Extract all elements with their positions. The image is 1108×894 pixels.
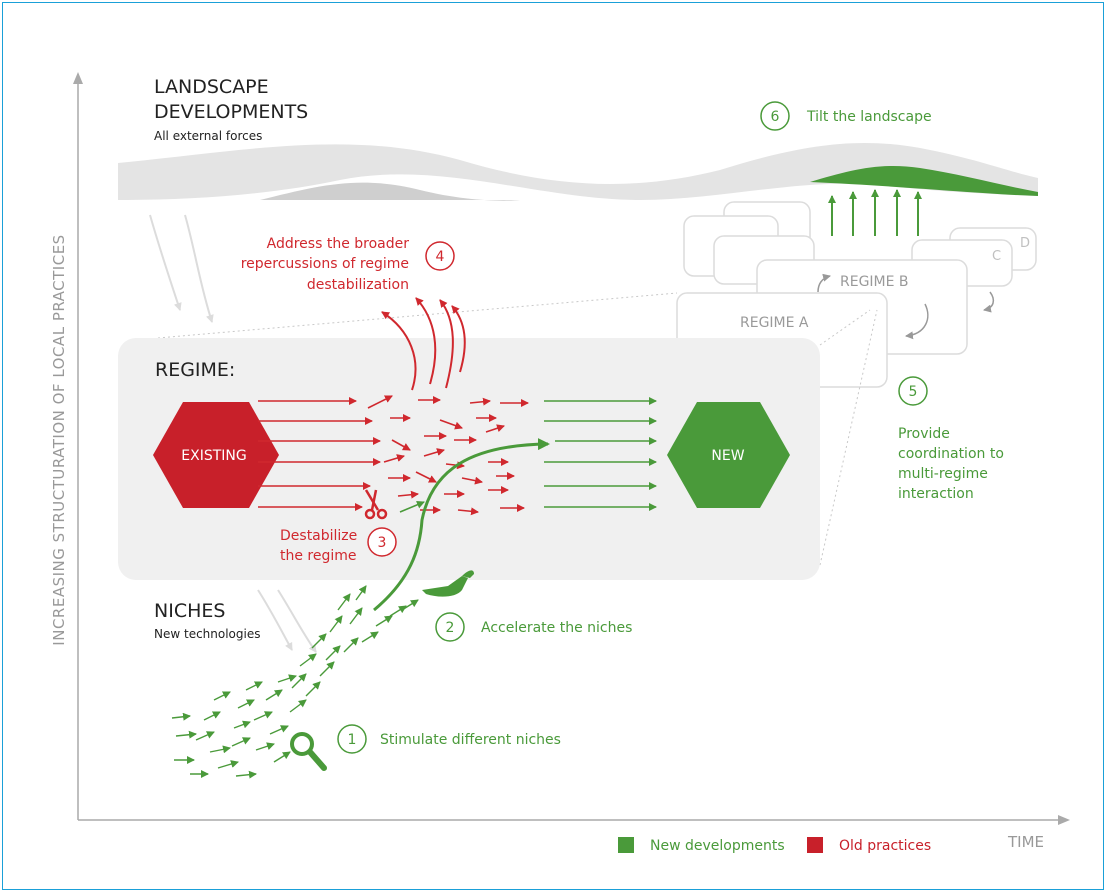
legend-swatch-old: [807, 837, 823, 853]
y-axis-label: INCREASING STRUCTURATION OF LOCAL PRACTI…: [50, 234, 68, 645]
projection-lines: [157, 292, 878, 566]
landscape-tilt-green: [810, 165, 1038, 196]
step-3-number: 3: [378, 535, 387, 551]
step-5-text-line4: interaction: [898, 486, 974, 502]
old-practice-arrows: [258, 395, 529, 516]
step-3-text-line1: Destabilize: [280, 528, 357, 544]
step-3: Destabilize the regime 3: [280, 527, 397, 564]
new-development-arrows: [399, 397, 657, 513]
step-5-text-line1: Provide: [898, 426, 950, 442]
axes: INCREASING STRUCTURATION OF LOCAL PRACTI…: [50, 72, 1070, 851]
step-5-text-line3: multi-regime: [898, 466, 988, 482]
step-4-text-line3: destabilization: [307, 277, 409, 293]
repercussion-arrows: [381, 297, 466, 391]
regime-title: REGIME:: [155, 359, 235, 381]
legend: New developments Old practices: [618, 837, 931, 854]
landscape-subtitle: All external forces: [154, 129, 262, 143]
x-axis-label: TIME: [1007, 833, 1044, 851]
step-3-text-line2: the regime: [280, 548, 357, 564]
niches-subtitle: New technologies: [154, 627, 261, 641]
new-label: NEW: [711, 448, 744, 464]
step-2-number: 2: [446, 620, 455, 636]
step-4-text-line1: Address the broader: [267, 236, 410, 252]
scissors-icon: [364, 489, 388, 520]
x-axis-arrowhead: [1058, 815, 1070, 825]
step-1-number: 1: [348, 732, 357, 748]
breakthrough-arrow: [373, 438, 550, 612]
regime-cycle-arrows: [817, 273, 995, 340]
step-6-text: Tilt the landscape: [806, 109, 932, 125]
step-6-number: 6: [771, 109, 780, 125]
landscape-band: [118, 142, 1038, 201]
step-4-text-line2: repercussions of regime: [241, 256, 409, 272]
landscape-title-line2: DEVELOPMENTS: [154, 101, 308, 123]
step-5: 5 Provide coordination to multi-regime i…: [898, 376, 1004, 502]
existing-hexagon: EXISTING: [153, 402, 279, 508]
step-5-number: 5: [909, 384, 918, 400]
tilt-arrows: [828, 189, 922, 236]
new-hexagon: NEW: [667, 402, 790, 508]
existing-label: EXISTING: [181, 448, 246, 464]
step-4-number: 4: [436, 249, 445, 265]
magnifier-icon: [290, 732, 327, 771]
step-6: 6 Tilt the landscape: [760, 101, 932, 131]
landscape-to-niche-arrows: [257, 589, 317, 653]
step-1-text: Stimulate different niches: [380, 732, 561, 748]
y-axis-arrowhead: [73, 72, 83, 84]
regime-a-label: REGIME A: [740, 315, 809, 331]
legend-label-old: Old practices: [839, 838, 931, 854]
step-5-text-line2: coordination to: [898, 446, 1004, 462]
watering-can-icon: [422, 570, 474, 597]
regime-d-label: D: [1020, 236, 1030, 251]
landscape-to-regime-arrows: [149, 214, 214, 323]
step-2-text: Accelerate the niches: [481, 620, 632, 636]
regime-c-label: C: [992, 249, 1001, 264]
legend-swatch-new: [618, 837, 634, 853]
regime-b-label: REGIME B: [840, 274, 909, 290]
step-4: Address the broader repercussions of reg…: [241, 236, 455, 293]
legend-label-new: New developments: [650, 838, 785, 854]
niche-arrows: [171, 585, 419, 779]
step-2: 2 Accelerate the niches: [435, 612, 632, 642]
niches-title: NICHES: [154, 600, 225, 622]
landscape-title-line1: LANDSCAPE: [154, 76, 269, 98]
step-1: 1 Stimulate different niches: [337, 724, 561, 754]
